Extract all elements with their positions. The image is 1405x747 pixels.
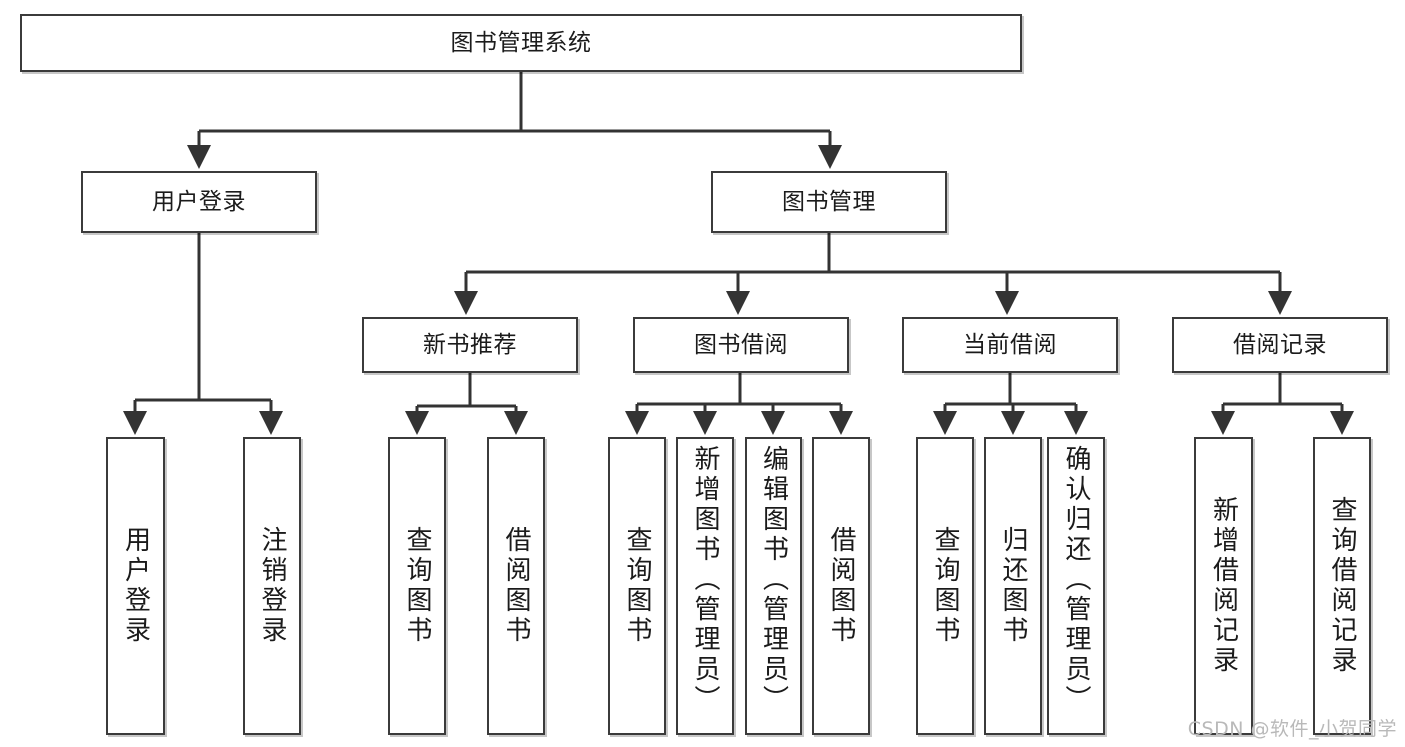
node-new-book-recommend-label: 新书推荐 [423, 331, 517, 358]
leaf-query-book-borrow-label: 查询图书 [622, 526, 652, 646]
leaf-borrow-book-new-label: 借阅图书 [501, 526, 531, 646]
leaf-return-book-label: 归还图书 [998, 526, 1028, 646]
leaf-user-login-label: 用户登录 [120, 526, 151, 646]
leaf-borrow-book-label: 借阅图书 [826, 526, 856, 646]
node-root-label: 图书管理系统 [450, 29, 592, 56]
leaf-add-book-admin-label: 新增图书（管理员） [690, 445, 720, 715]
node-book-borrow-label: 图书借阅 [694, 331, 788, 358]
node-new-book-recommend[interactable]: 新书推荐 [362, 317, 578, 373]
leaf-add-book-admin[interactable]: 新增图书（管理员） [676, 437, 734, 735]
leaf-query-book-borrow[interactable]: 查询图书 [608, 437, 666, 735]
node-current-borrow-label: 当前借阅 [963, 331, 1057, 358]
csdn-watermark: CSDN @软件_小贺同学 [1187, 718, 1397, 740]
leaf-confirm-return-admin-label: 确认归还（管理员） [1061, 445, 1091, 715]
leaf-edit-book-admin[interactable]: 编辑图书（管理员） [745, 437, 802, 735]
node-borrow-record-label: 借阅记录 [1233, 331, 1327, 358]
leaf-logout[interactable]: 注销登录 [243, 437, 301, 735]
leaf-query-book-new[interactable]: 查询图书 [388, 437, 446, 735]
leaf-query-book-new-label: 查询图书 [402, 526, 432, 646]
node-user-login-label: 用户登录 [152, 188, 246, 215]
leaf-return-book[interactable]: 归还图书 [984, 437, 1042, 735]
leaf-query-borrow-record[interactable]: 查询借阅记录 [1313, 437, 1371, 735]
node-book-manage[interactable]: 图书管理 [711, 171, 947, 233]
leaf-logout-label: 注销登录 [257, 526, 287, 646]
leaf-edit-book-admin-label: 编辑图书（管理员） [758, 445, 789, 715]
node-user-login[interactable]: 用户登录 [81, 171, 317, 233]
node-root[interactable]: 图书管理系统 [20, 14, 1022, 72]
leaf-add-borrow-record[interactable]: 新增借阅记录 [1194, 437, 1253, 735]
node-book-manage-label: 图书管理 [782, 188, 876, 215]
leaf-borrow-book-new[interactable]: 借阅图书 [487, 437, 545, 735]
node-book-borrow[interactable]: 图书借阅 [633, 317, 849, 373]
leaf-query-book-current[interactable]: 查询图书 [916, 437, 974, 735]
leaf-borrow-book[interactable]: 借阅图书 [812, 437, 870, 735]
leaf-confirm-return-admin[interactable]: 确认归还（管理员） [1047, 437, 1105, 735]
leaf-query-book-current-label: 查询图书 [930, 526, 960, 646]
leaf-query-borrow-record-label: 查询借阅记录 [1327, 496, 1357, 676]
node-borrow-record[interactable]: 借阅记录 [1172, 317, 1388, 373]
leaf-add-borrow-record-label: 新增借阅记录 [1208, 496, 1239, 676]
leaf-user-login[interactable]: 用户登录 [106, 437, 165, 735]
node-current-borrow[interactable]: 当前借阅 [902, 317, 1118, 373]
